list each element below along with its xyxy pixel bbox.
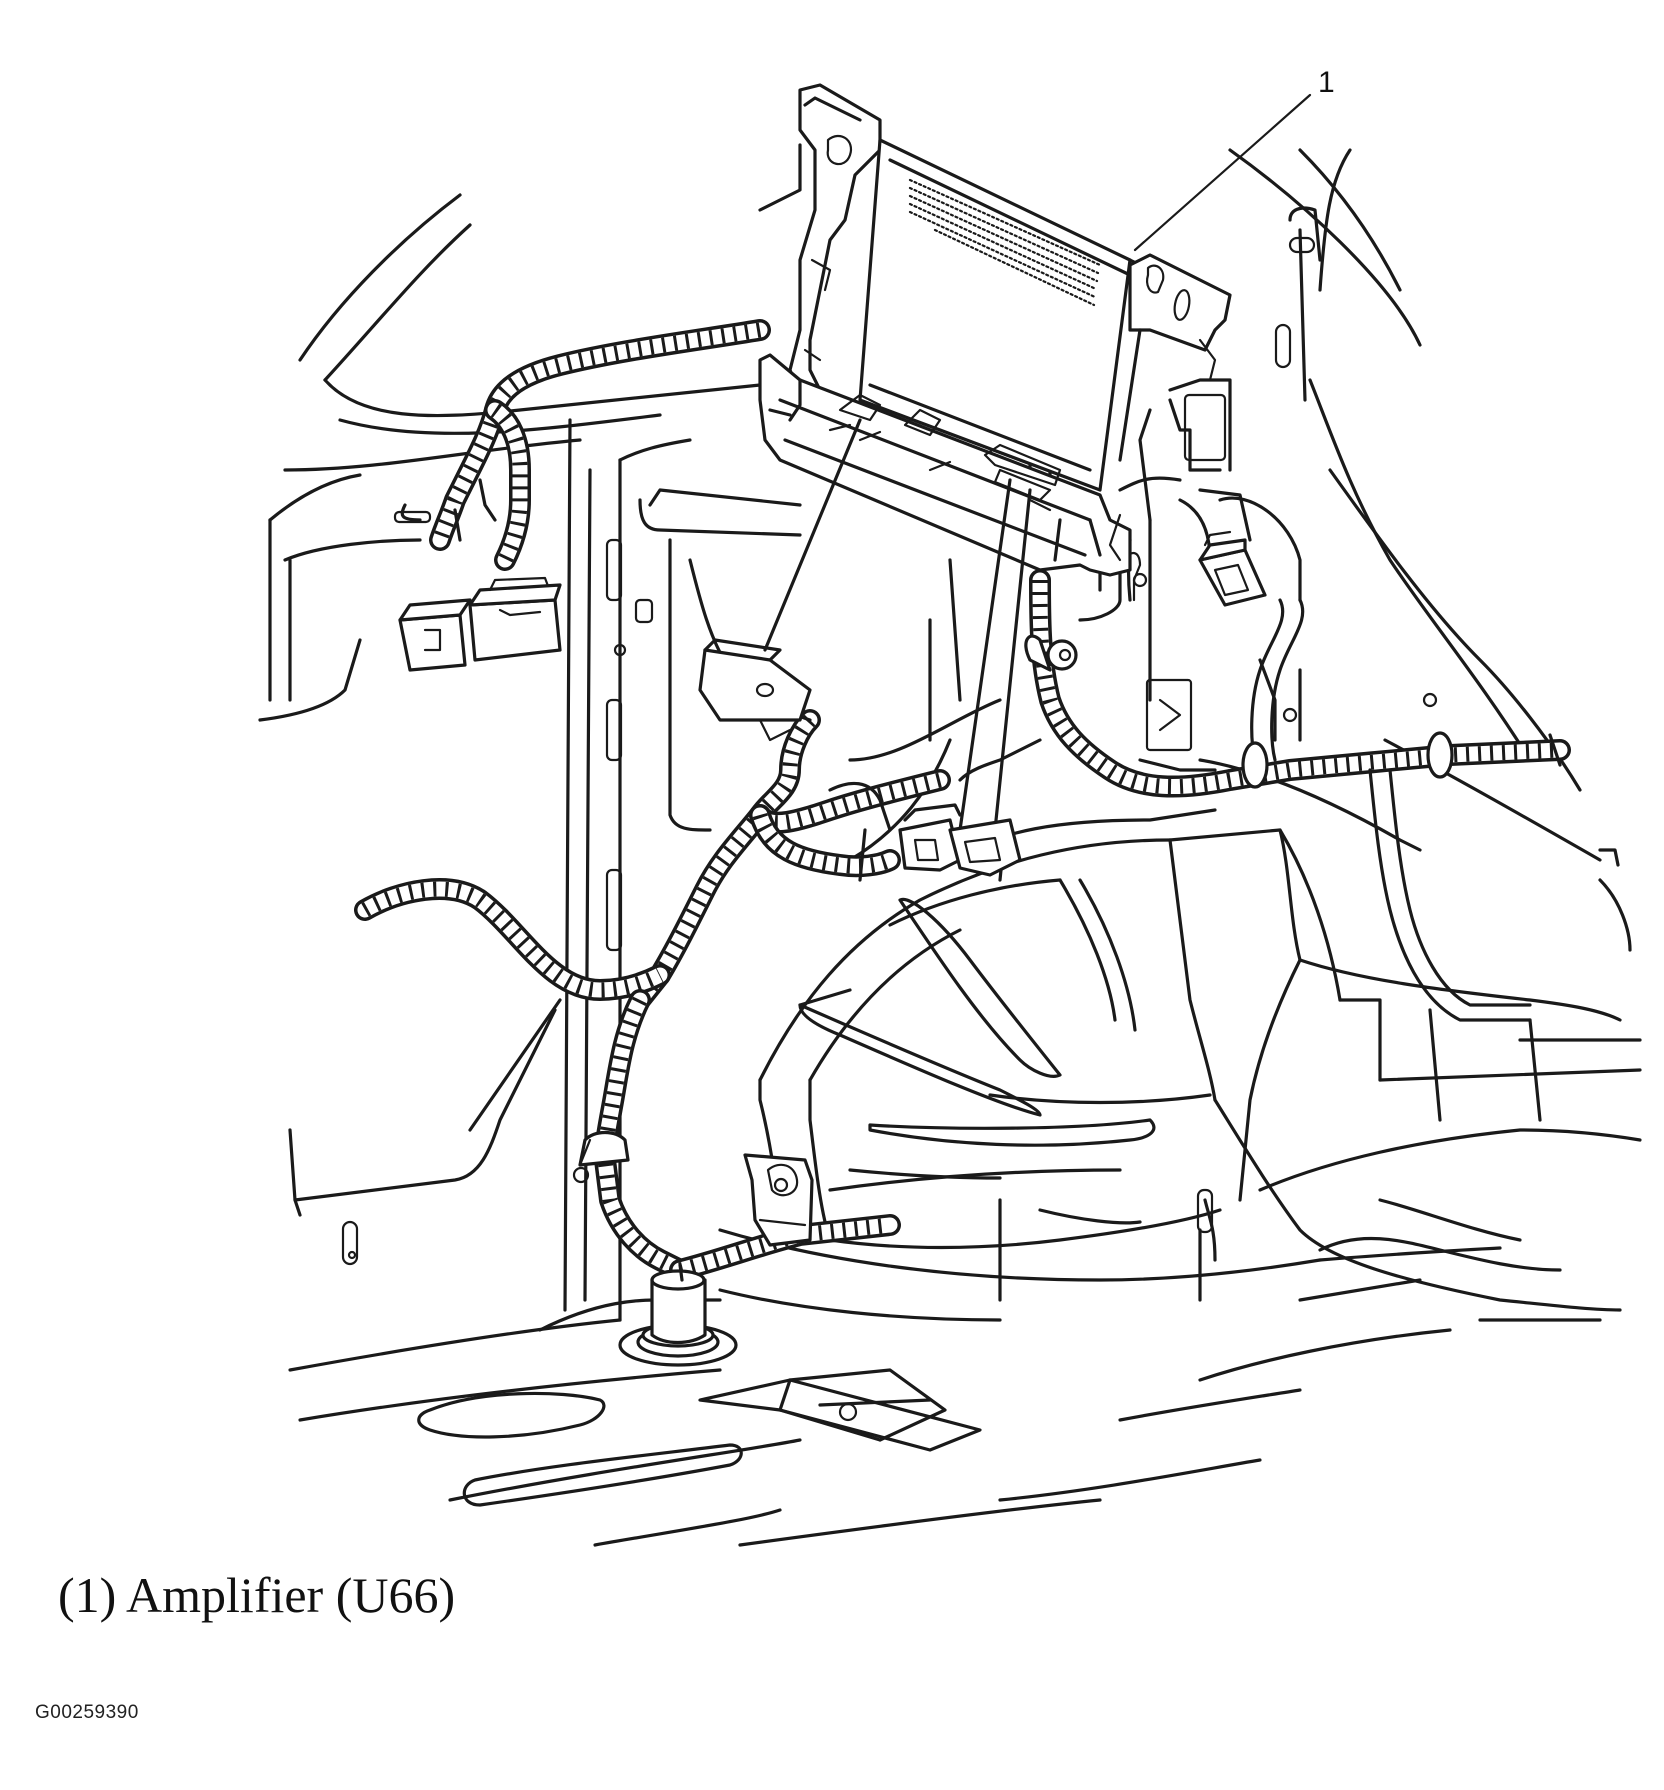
amplifier-unit [758,83,1232,577]
callout-leader-line [1133,93,1312,252]
harness-grommets-and-clips [578,634,1454,1167]
vehicle-body-panels [258,143,1642,1547]
wiring-harnesses [354,319,1571,1281]
amplifier-location-illustration [258,83,1642,1547]
wiring-connectors [398,530,1620,1367]
amplifier-vent-pattern [908,178,1102,307]
figure-caption: (1) Amplifier (U66) [58,1567,456,1623]
figure-id-label: G00259390 [35,1702,139,1723]
callout-number-1: 1 [1318,66,1335,99]
